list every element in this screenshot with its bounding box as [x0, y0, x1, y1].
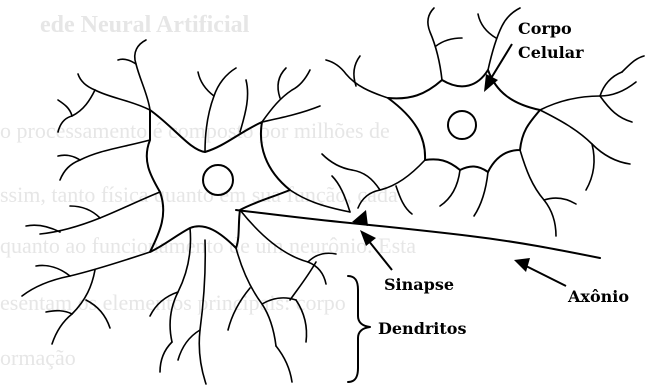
corpo-arrow-head — [484, 74, 498, 92]
label-dendritos: Dendritos — [378, 319, 466, 338]
right-nucleus — [448, 111, 476, 139]
left-cell-body — [147, 110, 290, 252]
left-dendrites — [22, 40, 336, 384]
label-sinapse: Sinapse — [384, 275, 454, 294]
label-corpo: Corpo — [518, 19, 572, 38]
label-axonio: Axônio — [567, 287, 629, 306]
axonio-arrow-head — [514, 258, 530, 272]
right-cell-body — [388, 70, 540, 172]
sinapse-arrow-line — [368, 240, 392, 270]
axon — [236, 210, 600, 258]
left-nucleus — [203, 165, 233, 195]
dendritos-brace — [348, 276, 370, 382]
label-celular: Celular — [518, 43, 584, 62]
axon-upper — [290, 190, 350, 212]
sinapse-arrow-head — [360, 230, 376, 246]
right-dendrites — [322, 8, 644, 236]
axonio-arrow-line — [526, 266, 566, 286]
